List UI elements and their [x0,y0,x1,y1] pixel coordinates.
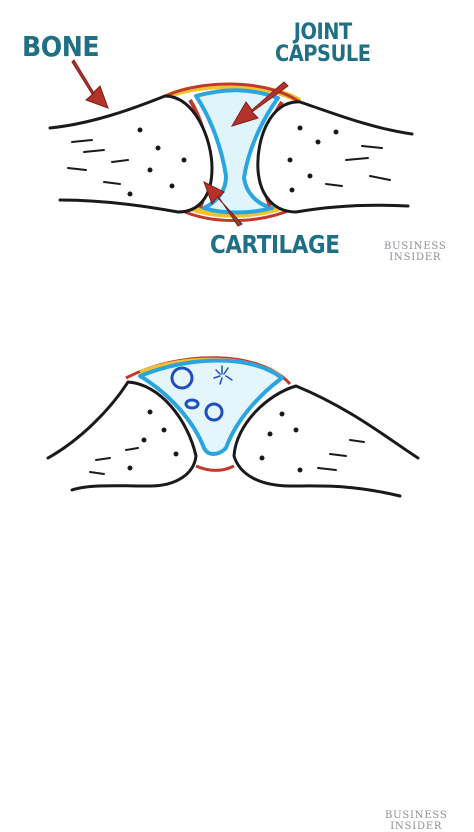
bone-arrow [71,59,109,109]
synovial-fluid [194,88,280,215]
inflammation-sparks [213,365,233,385]
right-bone [256,100,414,214]
business-insider-logo-top: BUSINESS INSIDER [384,241,447,263]
left-bone-texture [89,409,179,475]
right-bone [232,384,420,498]
joint-capsule-label-line2: CAPSULE [275,42,371,67]
joint-capsule-arrow [230,81,289,127]
healthy-joint-drawing [48,59,414,227]
left-bone [46,380,198,492]
capsule-outline-red [157,82,303,106]
left-bone-texture [67,127,187,197]
loose-fragments [170,366,224,422]
bone-contact-red [195,464,235,472]
brand-top-line1: BUSINESS [384,241,447,252]
joint-capsule-label: JOINT CAPSULE [275,22,371,66]
left-bone [48,94,214,214]
joint-capsule-label-line1: JOINT [293,20,353,45]
cartilage-arrow [203,180,243,227]
damaged-joint-drawing [46,356,420,498]
right-bone-texture [259,411,365,473]
right-bone-texture [287,125,391,193]
bone-label: BONE [22,30,100,63]
healthy-joint-diagram: BONE JOINT CAPSULE CARTILAGE BUSINESS IN… [0,0,474,290]
damaged-joint-diagram: BUSINESS INSIDER [0,290,474,832]
business-insider-logo-bottom: BUSINESS INSIDER [385,810,448,832]
brand-top-line2: INSIDER [389,252,442,263]
brand-bottom-line1: BUSINESS [385,810,448,821]
brand-bottom-line2: INSIDER [390,821,443,832]
cartilage-label: CARTILAGE [210,230,340,259]
